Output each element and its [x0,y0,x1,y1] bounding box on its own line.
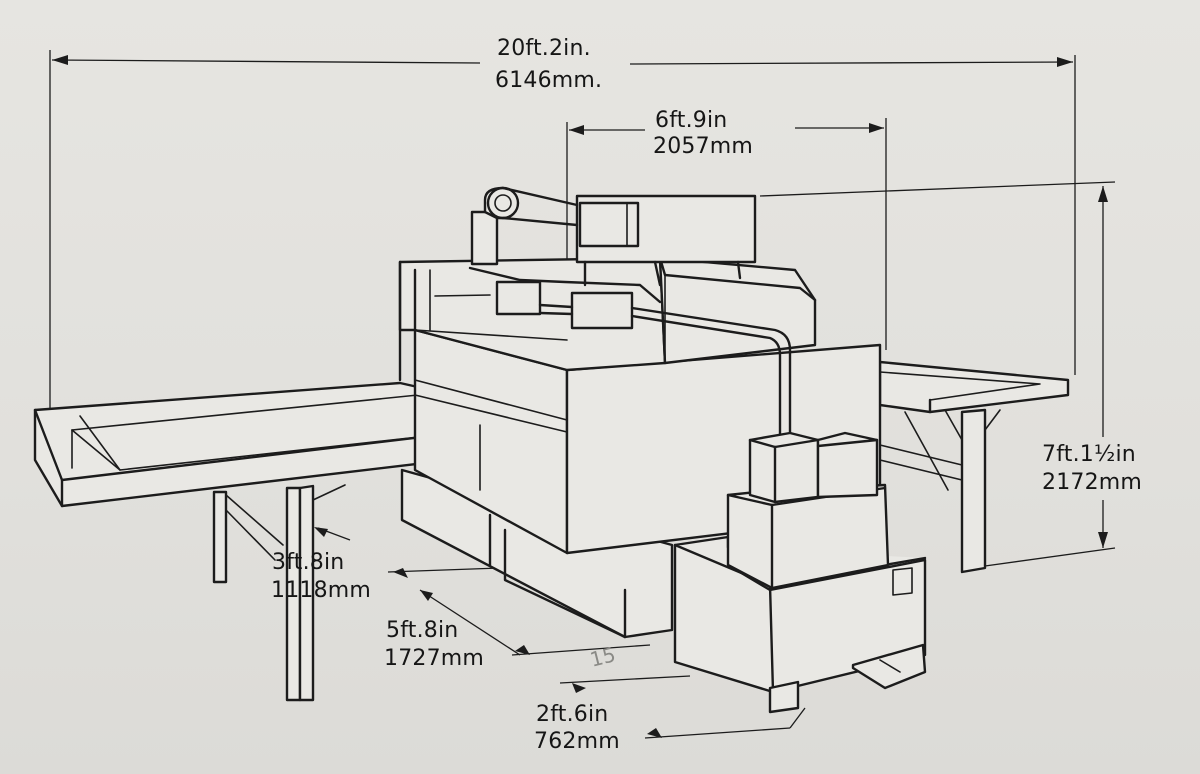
body-depth-imperial-label: 5ft.8in [386,618,459,643]
control-cabinet [673,431,927,714]
top-control-box [575,194,757,287]
height-metric-label: 2172mm [1042,470,1143,495]
dimension-lines [49,50,1116,739]
heater-boxes [495,280,792,437]
exhaust-duct [470,186,579,266]
body-length-imperial-label: 6ft.9in [655,108,728,133]
cabinet-depth-imperial-label: 2ft.6in [536,702,609,727]
body-length-metric-label: 2057mm [653,134,754,159]
height-imperial-label: 7ft.1½in [1042,442,1136,467]
body-depth-metric-label: 1727mm [384,646,485,671]
overall-length-metric-label: 6146mm. [495,68,603,93]
table-height-metric-label: 1118mm [271,578,372,603]
right-feed-table [878,360,1070,574]
overall-length-imperial-label: 20ft.2in. [497,36,591,61]
table-height-imperial-label: 3ft.8in [272,550,345,575]
cabinet-depth-metric-label: 762mm [534,729,620,754]
